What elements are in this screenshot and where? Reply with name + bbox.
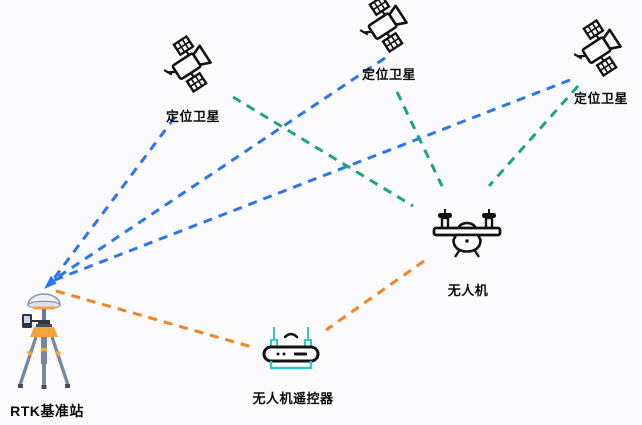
drone-icon	[432, 209, 502, 258]
link-satellite2-to-base	[51, 56, 386, 283]
satellite3-label: 定位卫星	[573, 91, 629, 106]
link-satellite2-to-drone	[395, 91, 444, 187]
remote-controller-label: 无人机遥控器	[252, 391, 334, 406]
drone-label: 无人机	[447, 283, 489, 298]
satellite-icon	[160, 34, 220, 94]
link-drone-to-controller	[325, 259, 425, 332]
base-station-arrowhead-icon	[44, 275, 57, 289]
rtk-base-station-label: RTK基准站	[10, 403, 84, 419]
satellite2-label: 定位卫星	[361, 67, 417, 82]
satellite-icon	[570, 18, 630, 78]
satellite1-label: 定位卫星	[165, 109, 221, 124]
link-satellite1-to-drone	[232, 95, 414, 208]
link-base-to-controller	[55, 289, 253, 349]
link-satellite3-to-base	[51, 78, 571, 283]
link-satellite1-to-base	[50, 116, 177, 282]
link-satellite3-to-drone	[487, 85, 580, 187]
remote-controller-icon	[262, 327, 320, 370]
satellite-icon	[356, 0, 416, 54]
rtk-base-station-icon	[18, 293, 70, 389]
